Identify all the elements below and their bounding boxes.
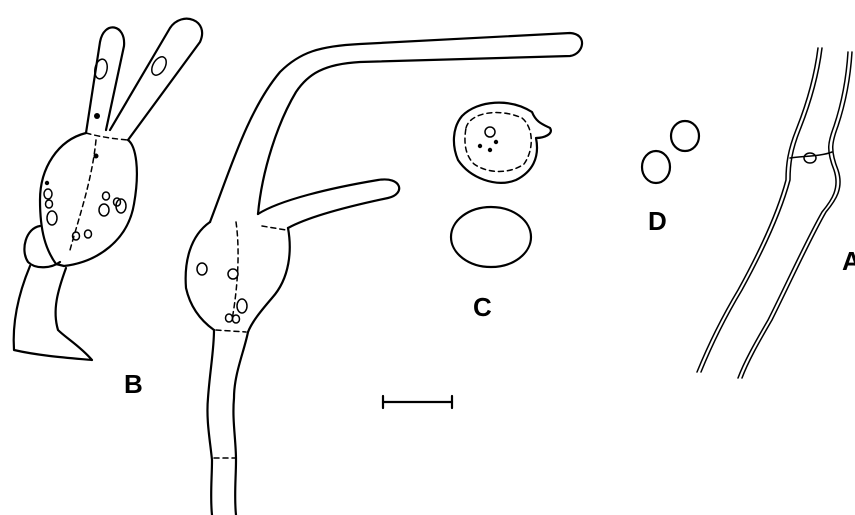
panel-label-c: C [473, 292, 492, 322]
panel-c-round-spore [451, 207, 531, 267]
panel-a-oil-droplet [804, 153, 816, 163]
panel-c-nucleus-dot [494, 140, 498, 144]
panel-b-oil-droplet [93, 58, 109, 80]
panel-b-oil-droplet [44, 189, 52, 199]
central-oil-droplet [228, 269, 238, 279]
panel-b-oil-droplet [103, 192, 110, 200]
panel-b-nucleus-dot [45, 181, 49, 185]
panel-a-wall-right-outer [738, 52, 848, 378]
panel-b-oil-droplet [85, 230, 92, 238]
panel-label-a: A [842, 246, 855, 276]
panel-d-spore [642, 151, 670, 183]
panel-b-nucleus-dot [94, 113, 100, 119]
panel-a-wall-right-inner [742, 52, 852, 378]
panel-c-drawing [451, 103, 551, 267]
central-septum [262, 226, 286, 230]
central-side-branch [258, 179, 399, 228]
panel-d-drawing [642, 121, 699, 183]
panel-b-drawing [14, 19, 202, 360]
central-oil-droplet [233, 315, 240, 323]
panel-b-septum [86, 133, 128, 140]
central-drawing [186, 33, 582, 515]
central-septum [216, 330, 246, 332]
panel-c-nucleus-dot [488, 148, 492, 152]
panel-d-spore [671, 121, 699, 151]
panel-b-nucleus-dot [94, 154, 99, 159]
central-oil-droplet [237, 299, 247, 313]
central-oil-droplet [197, 263, 207, 275]
panel-label-b: B [124, 369, 143, 399]
panel-a-wall-left-outer [697, 48, 818, 372]
central-stalk-right [233, 332, 248, 515]
panel-c-oil-droplet [485, 127, 495, 137]
panel-b-oil-droplet [99, 204, 109, 216]
panel-a-drawing [697, 48, 852, 378]
central-stalk-left [207, 330, 214, 515]
panel-c-nucleus-dot [478, 144, 482, 148]
panel-b-oil-droplet [47, 211, 57, 225]
scale-bar-icon [383, 396, 452, 408]
panel-label-d: D [648, 206, 667, 236]
panel-b-basal-hypha [14, 266, 92, 360]
central-oil-droplet [226, 314, 233, 322]
panel-b-oil-droplet [46, 200, 53, 208]
